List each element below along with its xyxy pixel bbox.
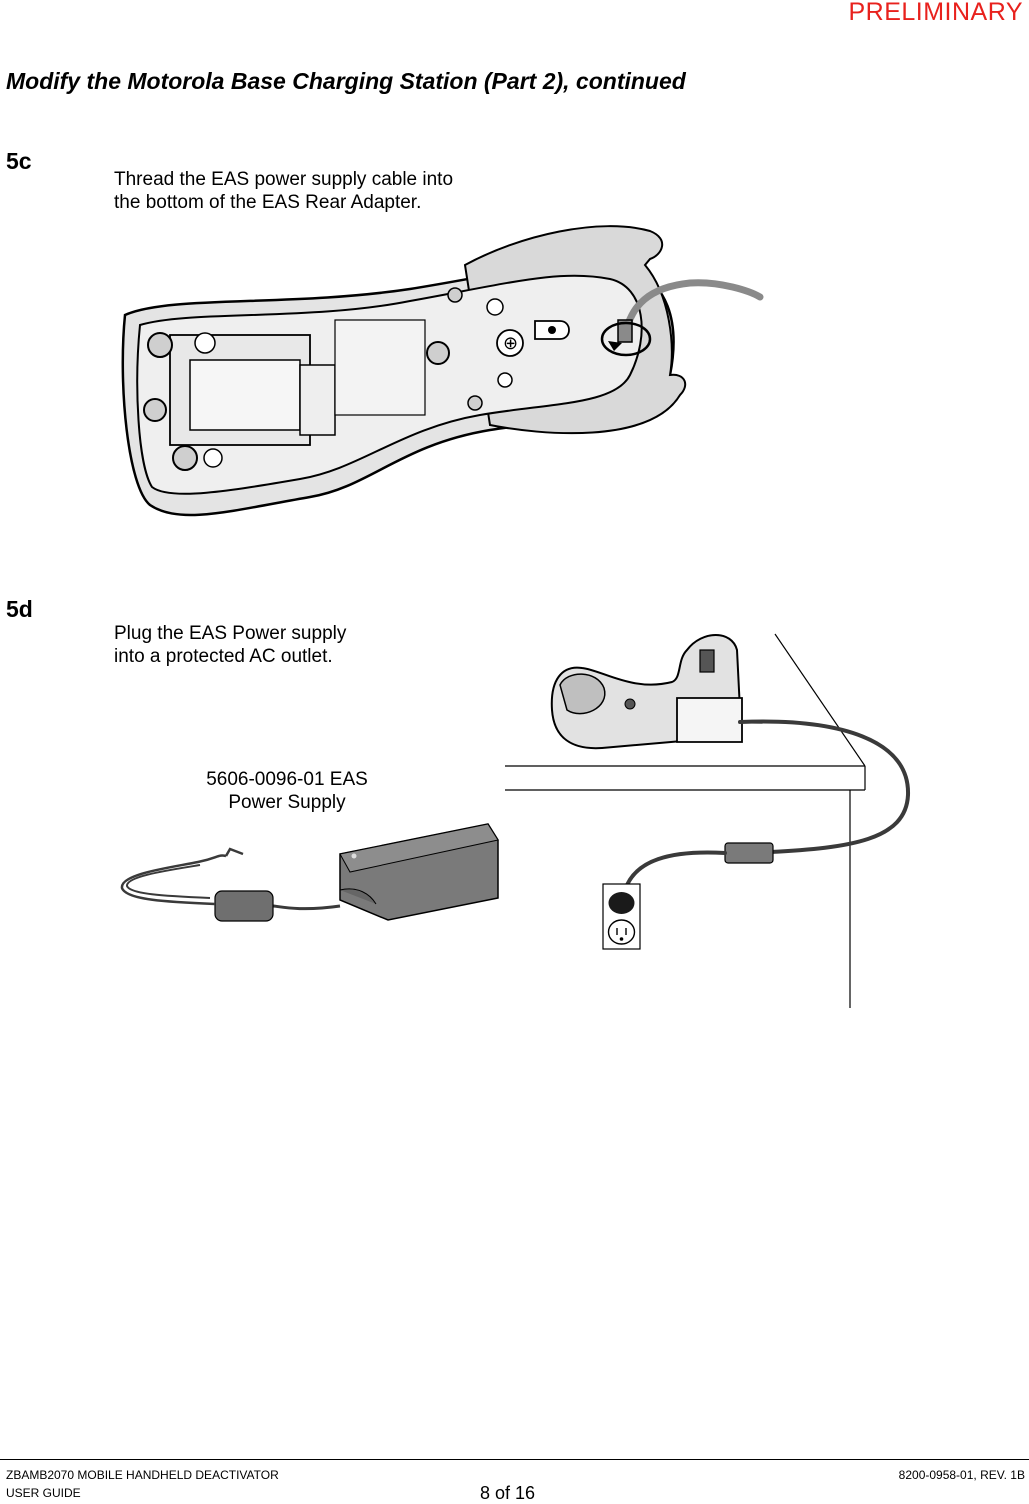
station-power-cord [623,719,911,892]
table-illustration [505,633,866,1008]
step-5c-instruction: Thread the EAS power supply cable into t… [114,169,454,213]
step-5d-instruction: Plug the EAS Power supply into a protect… [114,623,347,667]
charging-station-bottom-illustration: ⊕ [121,225,764,517]
step-5d-number: 5d [6,596,33,622]
footer-product-name: ZBAMB2070 MOBILE HANDHELD DEACTIVATOR [6,1468,279,1482]
page-title: Modify the Motorola Base Charging Statio… [6,68,686,94]
step-5c-number: 5c [6,148,32,174]
svg-text:⊕: ⊕ [503,333,518,354]
power-supply-illustration [120,823,499,922]
footer-doc-number: 8200-0958-01, REV. 1B [898,1468,1025,1482]
power-supply-label: 5606-0096-01 EAS Power Supply [206,769,368,813]
footer-doc-type: USER GUIDE [6,1486,81,1500]
charging-station-illustration [550,634,743,750]
footer-divider [0,1459,1029,1460]
ac-outlet-illustration [602,883,641,950]
page-number: 8 of 16 [480,1483,536,1503]
preliminary-watermark: PRELIMINARY [848,0,1023,26]
